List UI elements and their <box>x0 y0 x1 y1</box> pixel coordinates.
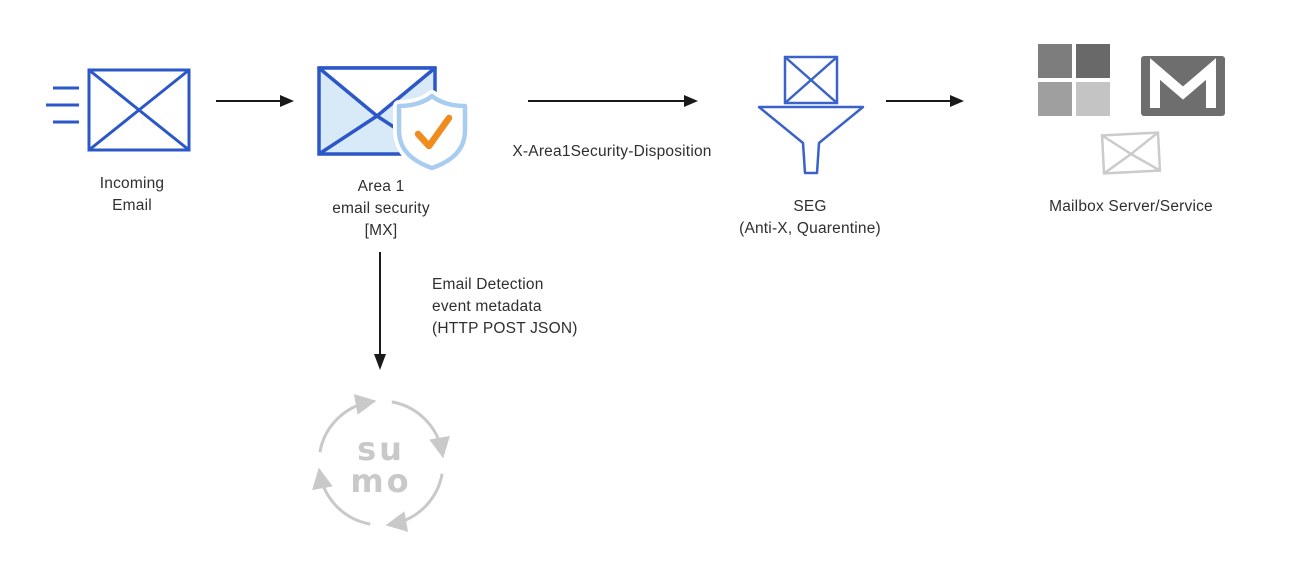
incoming-email-icon <box>45 66 195 158</box>
metadata-label: Email Detection event metadata (HTTP POS… <box>432 274 652 340</box>
label-line: [MX] <box>364 222 398 239</box>
envelope-outline-icon <box>1100 130 1162 175</box>
envelope-icon <box>46 68 191 152</box>
label-line: (Anti-X, Quarentine) <box>739 220 881 237</box>
label-line: Email <box>112 197 152 214</box>
shield-check-icon <box>393 90 471 174</box>
seg-funnel-icon <box>755 55 867 183</box>
label-line: Area 1 <box>357 178 405 195</box>
label-line: X-Area1Security-Disposition <box>512 143 712 160</box>
sumo-logo-text: mo <box>350 462 411 500</box>
area1-email-security-icon <box>316 60 471 175</box>
funnel-icon <box>757 105 865 175</box>
microsoft-logo-icon <box>1038 44 1110 116</box>
arrow-right-icon <box>216 92 296 110</box>
mailbox-label: Mailbox Server/Service <box>1021 196 1241 218</box>
arrow-down-icon <box>371 252 389 374</box>
label-line: Mailbox Server/Service <box>1049 198 1213 215</box>
sumo-logic-logo: su mo <box>312 394 450 532</box>
area1-label: Area 1 email security [MX] <box>306 176 456 242</box>
gmail-icon <box>1139 52 1227 120</box>
disposition-header-label: X-Area1Security-Disposition <box>492 141 732 163</box>
seg-label: SEG (Anti-X, Quarentine) <box>705 196 915 240</box>
checkmark-icon <box>414 114 453 150</box>
arrow-right-icon <box>528 92 700 110</box>
label-line: event metadata <box>432 298 542 315</box>
label-line: Email Detection <box>432 276 544 293</box>
label-line: Incoming <box>99 175 165 192</box>
arrow-right-icon <box>886 92 966 110</box>
speed-lines-icon <box>46 86 79 124</box>
label-line: SEG <box>793 198 827 215</box>
label-line: email security <box>332 200 430 217</box>
sumo-logo-text: su <box>357 430 405 468</box>
label-line: (HTTP POST JSON) <box>432 320 578 337</box>
incoming-email-label: Incoming Email <box>72 173 192 217</box>
